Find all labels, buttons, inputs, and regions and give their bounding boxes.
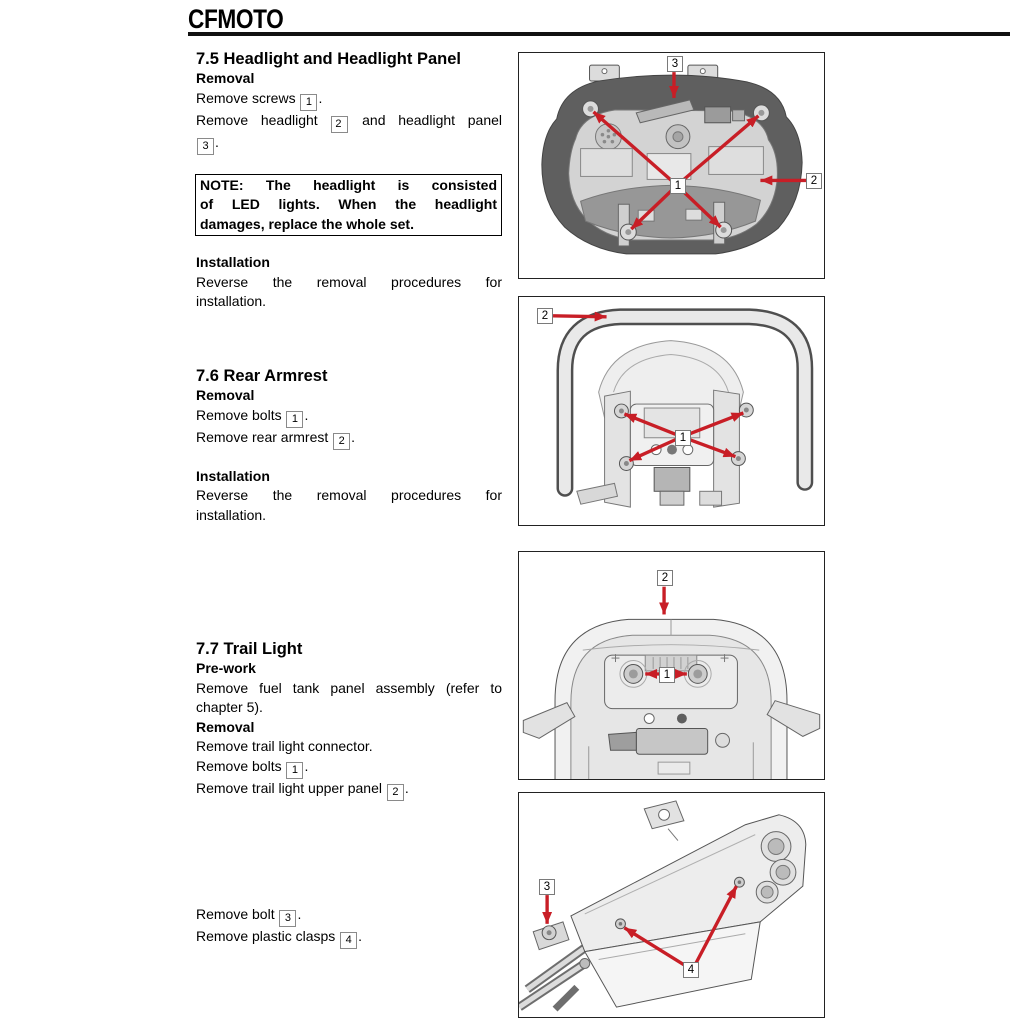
figure-rear-armrest-diagram: 2 1 bbox=[518, 296, 825, 526]
instruction-line: Reverse the removal procedures for bbox=[196, 487, 502, 503]
callout-ref: 2 bbox=[331, 115, 349, 133]
callout-2: 2 bbox=[806, 173, 822, 189]
sub-heading: Pre-work bbox=[196, 660, 256, 676]
note-line: damages, replace the whole set. bbox=[200, 215, 414, 232]
callout-2: 2 bbox=[657, 570, 673, 586]
callout-ref: 3 bbox=[279, 910, 297, 927]
header-rule bbox=[188, 32, 1010, 36]
instruction-line: Remove bolts 1. bbox=[196, 406, 502, 428]
callout-4: 4 bbox=[683, 962, 699, 978]
callout-ref: 3 bbox=[197, 137, 214, 155]
callout-2: 2 bbox=[537, 308, 553, 324]
section-title: 7.5 Headlight and Headlight Panel bbox=[196, 50, 461, 68]
armrest-art bbox=[556, 308, 814, 508]
instruction-line: Remove plastic clasps 4. bbox=[196, 927, 502, 949]
headlight-art bbox=[541, 64, 803, 255]
figure-trail-light-diagram: 2 1 bbox=[518, 551, 825, 780]
section-title: 7.7 Trail Light bbox=[196, 640, 303, 658]
rear-armrest-illustration bbox=[553, 308, 814, 508]
sub-heading: Installation bbox=[196, 254, 270, 270]
sub-heading: Removal bbox=[196, 718, 255, 735]
instruction-line: Remove bolt 3. bbox=[196, 905, 502, 927]
section-title: 7.6 Rear Armrest bbox=[196, 367, 328, 385]
clasps bbox=[615, 876, 745, 930]
callout-ref: 2 bbox=[386, 783, 404, 801]
instruction-line: installation. bbox=[196, 293, 267, 309]
instruction-line: chapter 5). bbox=[196, 699, 263, 715]
callout-ref: 2 bbox=[333, 432, 351, 450]
instruction-line: Remove fuel tank panel assembly (refer t… bbox=[196, 679, 502, 696]
callout-1: 1 bbox=[675, 430, 691, 446]
trail-light-illustration bbox=[522, 586, 821, 779]
note-box: NOTE: The headlight is consisted of LED l… bbox=[195, 173, 502, 236]
note-line: of LED lights. When the headlight bbox=[200, 196, 497, 212]
brand-logo: CFMOTO bbox=[188, 4, 284, 34]
callout-arrows bbox=[542, 885, 738, 970]
callout-1: 1 bbox=[659, 667, 675, 683]
sub-heading: Removal bbox=[196, 70, 255, 86]
instruction-line: Remove rear armrest 2. bbox=[196, 428, 502, 450]
sub-heading: Installation bbox=[196, 467, 270, 484]
spacer bbox=[196, 450, 502, 467]
figure-headlight-diagram: 3 1 2 bbox=[518, 52, 825, 279]
callout-ref: 1 bbox=[300, 93, 318, 111]
callout-3: 3 bbox=[539, 879, 555, 895]
section-bottom-steps: Remove bolt 3.Remove plastic clasps 4. bbox=[196, 905, 502, 949]
note-line: NOTE: The headlight is consisted bbox=[200, 176, 497, 193]
instruction-line: Reverse the removal procedures for bbox=[196, 273, 502, 290]
callout-ref: 4 bbox=[340, 932, 358, 949]
instruction-line: Remove headlight 2 and headlight panel bbox=[196, 111, 502, 133]
callout-arrows bbox=[592, 72, 807, 231]
callout-1: 1 bbox=[670, 178, 686, 194]
instruction-line: Remove screws 1. bbox=[196, 89, 502, 111]
instruction-line: Remove trail light upper panel 2. bbox=[196, 779, 502, 801]
trail-light-assembly-illustration bbox=[519, 800, 807, 1012]
assembly-art bbox=[519, 800, 807, 1012]
instruction-line: 3. bbox=[196, 133, 502, 155]
instruction-line: Remove trail light connector. bbox=[196, 738, 373, 754]
sub-heading: Removal bbox=[196, 387, 255, 403]
figure-trail-light-assembly-diagram: 3 4 bbox=[518, 792, 825, 1018]
headlight-illustration bbox=[541, 64, 807, 255]
instruction-line: installation. bbox=[196, 506, 267, 523]
instruction-line: Remove bolts 1. bbox=[196, 757, 502, 779]
screws bbox=[582, 100, 770, 241]
callout-3: 3 bbox=[667, 56, 683, 72]
trail-light-art bbox=[522, 618, 821, 779]
callout-ref: 1 bbox=[286, 410, 304, 428]
bolts bbox=[623, 664, 708, 684]
callout-ref: 1 bbox=[286, 761, 304, 779]
